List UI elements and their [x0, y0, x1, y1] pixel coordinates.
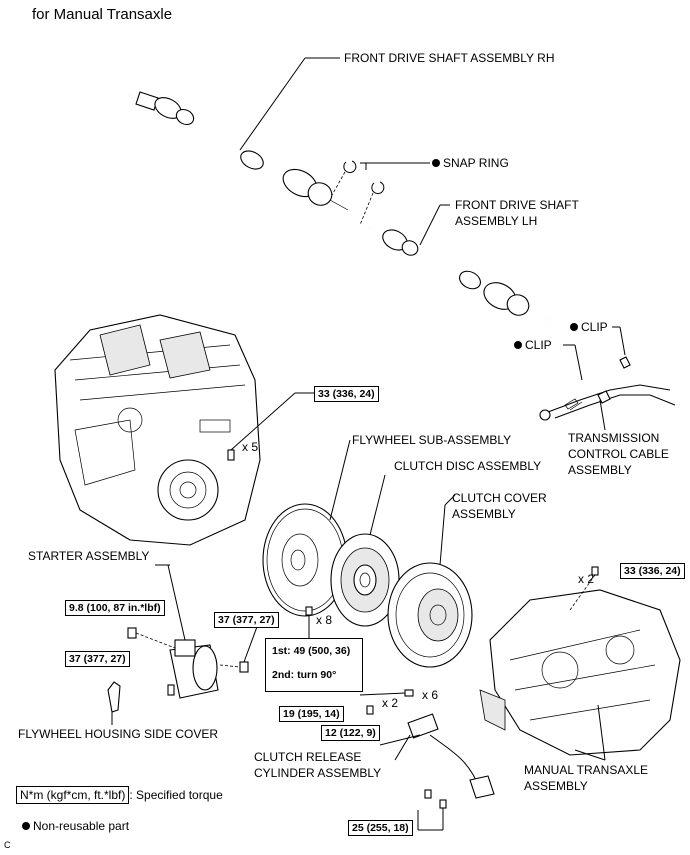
- torque-transaxle-bolt: 33 (336, 24): [620, 563, 685, 579]
- nonreusable-dot-icon: [570, 323, 578, 331]
- snap-ring-2: [371, 181, 385, 195]
- torque-starter-nut: 9.8 (100, 87 in.*lbf): [65, 600, 165, 616]
- clutch-release-cylinder: [407, 713, 495, 799]
- torque-flywheel-2nd: 2nd: turn 90°: [272, 669, 337, 681]
- front-drive-shaft-lh: [369, 226, 546, 322]
- legend-nonreusable: Non-reusable part: [22, 819, 129, 833]
- starter-assembly: [169, 639, 219, 699]
- transmission-control-cable: [539, 356, 676, 421]
- qty-flywheel-bolt: x 8: [316, 613, 333, 627]
- torque-cover-bolt: 19 (195, 14): [279, 706, 344, 722]
- nonreusable-dot-icon: [432, 159, 440, 167]
- qty-cover-bolt: x 6: [422, 688, 439, 702]
- torque-flywheel-box: 1st: 49 (500, 36) 2nd: turn 90°: [265, 638, 363, 692]
- label-clutch-release-1: CLUTCH RELEASE: [254, 750, 362, 764]
- manual-transaxle-assembly: [479, 589, 681, 756]
- nonreusable-dot-icon: [22, 822, 30, 830]
- snap-ring-1: [343, 160, 357, 174]
- label-flywheel: FLYWHEEL SUB-ASSEMBLY: [352, 433, 512, 447]
- label-transmission-cable-3: ASSEMBLY: [568, 463, 632, 477]
- engine-assembly: [54, 314, 261, 546]
- label-snap-ring: SNAP RING: [432, 156, 509, 170]
- legend-torque-key: N*m (kgf*cm, ft.*lbf): [16, 786, 130, 804]
- label-clutch-disc: CLUTCH DISC ASSEMBLY: [394, 459, 542, 473]
- label-clutch-cover-2: ASSEMBLY: [452, 507, 516, 521]
- label-front-drive-shaft-rh: FRONT DRIVE SHAFT ASSEMBLY RH: [344, 51, 555, 65]
- label-starter: STARTER ASSEMBLY: [28, 549, 150, 563]
- torque-starter-bolt-right: 37 (377, 27): [214, 612, 279, 628]
- label-flywheel-housing-cover: FLYWHEEL HOUSING SIDE COVER: [18, 727, 219, 741]
- torque-starter-bolt-left: 37 (377, 27): [65, 651, 130, 667]
- torque-bracket-bolt: 25 (255, 18): [348, 820, 413, 836]
- label-manual-transaxle-1: MANUAL TRANSAXLE: [524, 763, 649, 777]
- label-clutch-release-2: CYLINDER ASSEMBLY: [254, 766, 382, 780]
- page-title: for Manual Transaxle: [32, 6, 173, 23]
- flywheel-housing-side-cover: [107, 681, 121, 713]
- qty-engine-bolt: x 5: [242, 440, 259, 454]
- torque-release-bolt: 12 (122, 9): [321, 725, 380, 741]
- legend-torque: N*m (kgf*cm, ft.*lbf): Specified torque: [16, 786, 223, 804]
- label-front-drive-shaft-lh-2: ASSEMBLY LH: [455, 214, 538, 228]
- corner-code: C: [4, 840, 11, 850]
- label-clip-right: CLIP: [570, 320, 608, 334]
- label-transmission-cable-1: TRANSMISSION: [568, 431, 660, 445]
- label-clip-left: CLIP: [514, 338, 552, 352]
- clutch-disc-assembly: [330, 533, 400, 627]
- legend-torque-desc: : Specified torque: [129, 788, 223, 802]
- label-clutch-cover-1: CLUTCH COVER: [452, 491, 547, 505]
- label-manual-transaxle-2: ASSEMBLY: [524, 779, 588, 793]
- torque-flywheel-1st: 1st: 49 (500, 36): [272, 645, 351, 657]
- label-transmission-cable-2: CONTROL CABLE: [568, 447, 669, 461]
- torque-engine-bolt: 33 (336, 24): [314, 386, 379, 402]
- front-drive-shaft-rh: [129, 91, 349, 211]
- qty-transaxle-bolt: x 2: [578, 572, 595, 586]
- label-front-drive-shaft-lh-1: FRONT DRIVE SHAFT: [455, 198, 579, 212]
- nonreusable-dot-icon: [514, 341, 522, 349]
- qty-release-bolt: x 2: [382, 696, 399, 710]
- clutch-cover-assembly: [387, 562, 473, 668]
